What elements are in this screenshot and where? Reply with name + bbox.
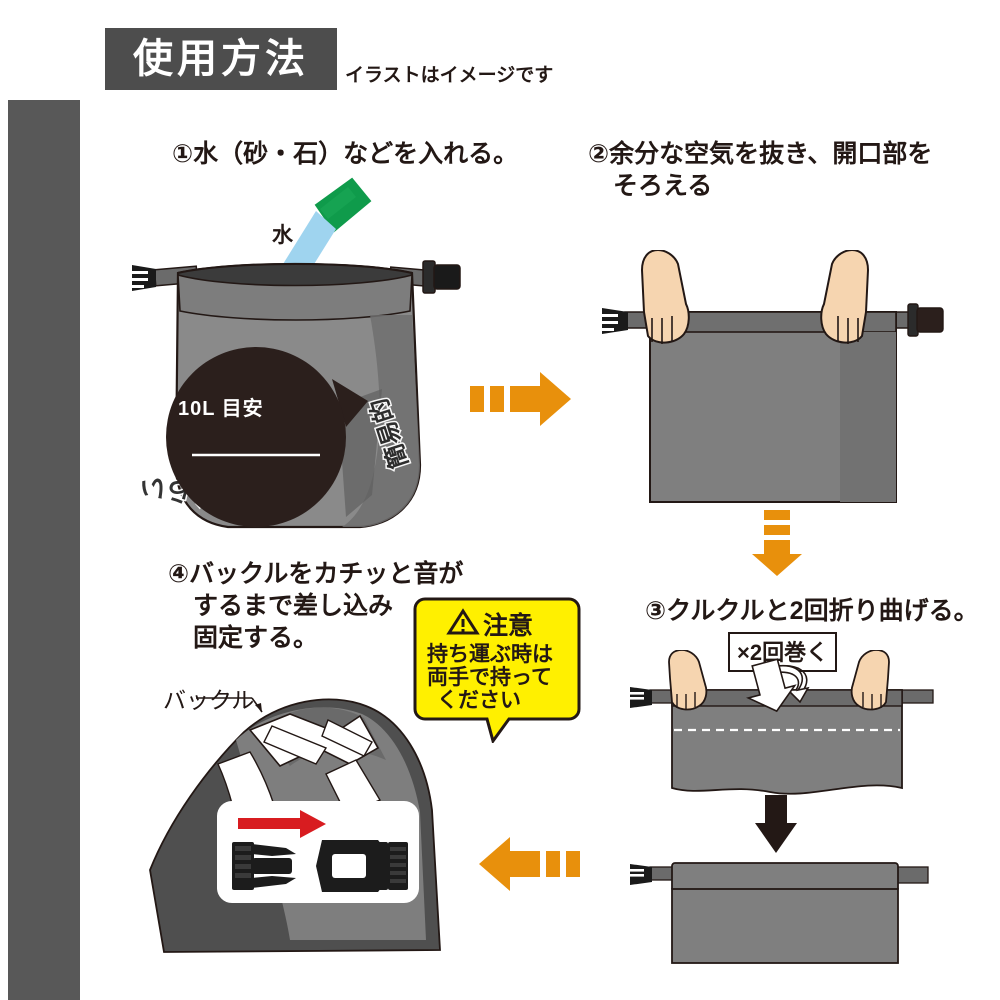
step-2-caption: ②余分な空気を抜き、開口部を そろえる [588,140,933,200]
warning-line-3: ください [437,689,521,712]
buckle-part-label: バックル [163,687,255,713]
header-note: イラストはイメージです [345,65,554,86]
bag-body [671,888,899,964]
rolled-top [671,862,899,892]
flow-arrow-down-icon [752,510,802,576]
warning-callout: 注意 持ち運ぶ時は 両手で持って ください [413,597,581,743]
bag-body [671,689,903,795]
buckle-closeup-inset [217,801,419,903]
left-decorative-bar [8,100,80,1000]
flow-arrow-right-icon [470,372,571,426]
capacity-badge-label: 10L 目安 [178,398,264,420]
left-hand-icon [640,250,690,344]
step-4-illustration [149,697,441,953]
warning-line-1: 持ち運ぶ時は [427,642,553,666]
step-1-caption: ①水（砂・石）などを入れる。 [172,140,519,168]
capacity-badge [166,347,368,527]
bag-collar [177,273,413,321]
right-hand-icon [850,650,890,711]
bag-shading [840,332,896,502]
warning-triangle-icon [446,608,480,635]
page-title: 使用方法 [133,37,309,81]
step-3-progress-arrow-icon [755,795,797,853]
warning-line-2: 両手で持って [427,665,552,689]
step-3-caption: ③クルクルと2回折り曲げる。 [645,597,979,625]
flow-arrow-left-icon [479,837,580,891]
insert-direction-arrow [238,810,326,838]
step-3-illustration-rolled [630,862,929,964]
roll-arrow-icon [746,658,810,713]
step-2-illustration [602,250,944,503]
female-buckle-icon [316,840,408,892]
step-3-illustration-rolling [630,650,934,795]
male-buckle-icon [232,842,296,890]
water-label: 水 [272,224,294,247]
step-1-illustration: 水 目安ぐらい 簡易的 [132,177,461,529]
header-box: 使用方法 [105,28,337,90]
right-hand-icon [820,250,870,344]
leader-line [196,697,263,713]
warning-title: 注意 [483,611,533,640]
bag-shading [342,315,420,527]
left-hand-icon [668,650,708,711]
step-4-caption: ④バックルをカチッと音が するまで差し込み 固定する。 [168,560,464,652]
